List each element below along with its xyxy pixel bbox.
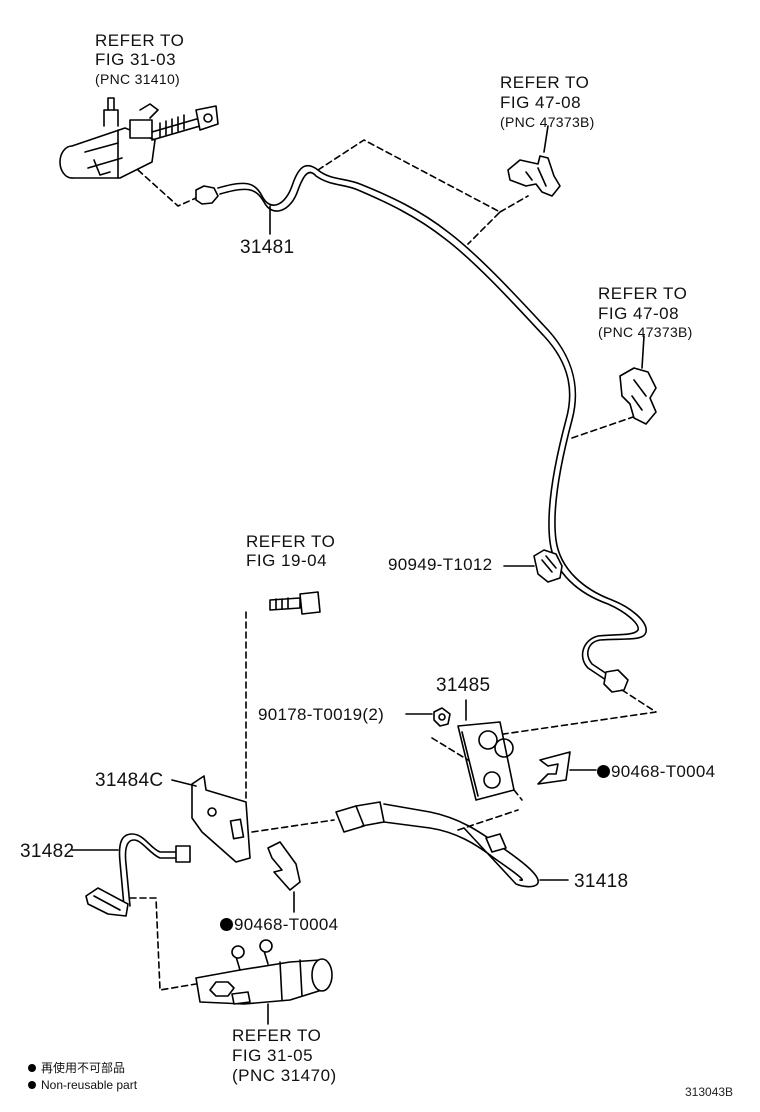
clip-90949 [533, 549, 563, 583]
part-90468-t0004-bottom-label: 90468-T0004 [234, 915, 339, 934]
ref-31-03-line1: REFER TO [95, 31, 185, 50]
clutch-master-cylinder [59, 97, 219, 179]
legend-dot-icon [28, 1064, 36, 1072]
non-reusable-dot-icon [220, 918, 233, 931]
part-90178-t0019: 90178-T0019(2) [258, 705, 385, 724]
ref-47-08-a-pnc: (PNC 47373B) [500, 114, 595, 130]
part-31485: 31485 [436, 675, 491, 696]
clip-upper [507, 155, 561, 197]
ref-31-05-line1: REFER TO [232, 1026, 322, 1045]
ref-47-08-b-pnc: (PNC 47373B) [598, 324, 693, 340]
clip-90468-bottom [267, 841, 301, 891]
legend-cn-text: 再使用不可部品 [41, 1061, 126, 1075]
part-90468-t0004-right: 90468-T0004 [597, 763, 715, 780]
bolt [269, 591, 321, 615]
part-31484c: 31484C [95, 770, 164, 791]
pipe-31482 [85, 833, 191, 917]
part-90468-t0004-bottom: 90468-T0004 [220, 916, 338, 933]
ref-31-03-pnc: (PNC 31410) [95, 71, 181, 87]
hose-31418 [335, 801, 539, 888]
part-31418: 31418 [574, 871, 629, 892]
clip-90468-right [537, 751, 571, 785]
ref-31-03-line2: FIG 31-03 [95, 50, 177, 69]
legend-dot-icon [28, 1081, 36, 1089]
bracket-31484c [191, 775, 251, 863]
ref-31-05-line2: FIG 31-05 [232, 1046, 314, 1065]
clip-lower [619, 367, 657, 425]
part-90949-t1012: 90949-T1012 [388, 555, 493, 574]
clutch-release-cylinder [195, 939, 333, 1005]
ref-47-08-b-line1: REFER TO [598, 284, 688, 303]
legend-cn: 再使用不可部品 [28, 1062, 125, 1074]
part-90468-t0004-right-label: 90468-T0004 [611, 762, 716, 781]
legend-en-text: Non-reusable part [41, 1078, 138, 1092]
ref-31-05-pnc: (PNC 31470) [232, 1066, 337, 1085]
legend-en: Non-reusable part [28, 1079, 137, 1091]
nut-90178 [433, 707, 451, 727]
part-31481: 31481 [240, 237, 295, 258]
ref-19-04-line2: FIG 19-04 [246, 551, 328, 570]
pipe-31481 [195, 164, 647, 693]
figure-id: 313043B [685, 1085, 734, 1099]
part-31482: 31482 [20, 841, 75, 862]
non-reusable-dot-icon [597, 765, 610, 778]
ref-47-08-a-line1: REFER TO [500, 73, 590, 92]
ref-47-08-b-line2: FIG 47-08 [598, 304, 680, 323]
ref-19-04-line1: REFER TO [246, 532, 336, 551]
ref-47-08-a-line2: FIG 47-08 [500, 93, 582, 112]
